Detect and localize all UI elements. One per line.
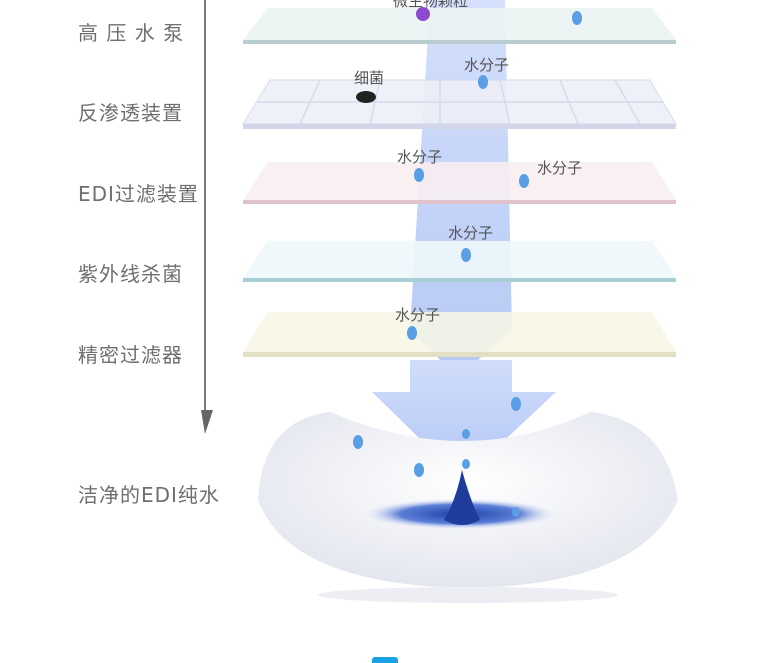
water-flow-arrow: [372, 360, 556, 480]
water-molecule-label: 水分子: [397, 148, 443, 166]
particle-label: 微生物颗粒: [393, 0, 469, 10]
water-molecule-label: 水分子: [537, 159, 583, 177]
filter-layer-pump: [243, 8, 676, 44]
filter-layer-precision: [243, 312, 676, 357]
bacteria-icon: [356, 91, 376, 103]
water-molecule-label: 水分子: [464, 56, 510, 74]
bacteria-label: 细菌: [354, 69, 385, 87]
water-molecule-label: 水分子: [448, 224, 494, 242]
water-splash: [444, 470, 480, 525]
water-drop-icons: [353, 11, 582, 517]
particle-icon: [416, 7, 430, 21]
accent-tab: [372, 657, 398, 663]
bowl-shadow: [318, 587, 618, 603]
arrow-head-icon: [201, 410, 213, 434]
filter-layer-edi: [243, 162, 676, 204]
stage-label-ro: 反渗透装置: [78, 101, 183, 125]
stage-label-pure-water: 洁净的EDI纯水: [78, 483, 220, 507]
stage-label-precision: 精密过滤器: [78, 343, 183, 367]
filter-layer-ro: [242, 79, 677, 129]
filter-layer-uv: [243, 241, 676, 282]
stage-label-uv: 紫外线杀菌: [78, 262, 183, 286]
stage-label-pump: 高 压 水 泵: [78, 21, 185, 45]
water-molecule-label: 水分子: [395, 306, 441, 324]
stage-label-edi: EDI过滤装置: [78, 182, 199, 206]
